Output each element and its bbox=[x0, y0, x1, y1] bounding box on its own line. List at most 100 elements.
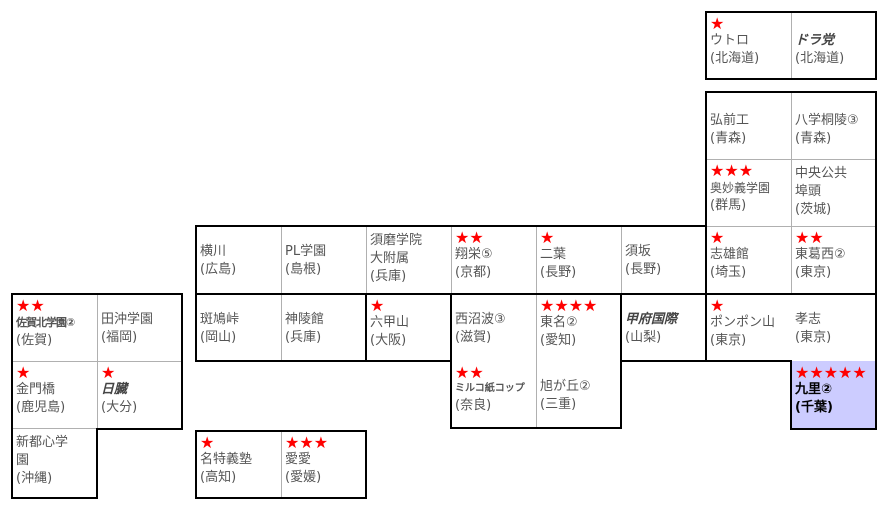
region-border bbox=[365, 293, 367, 362]
cell-meitoku-gijuku: ★ 名特義塾 (高知) bbox=[196, 431, 281, 497]
region-border bbox=[97, 428, 183, 430]
region-border bbox=[790, 428, 877, 430]
star-rating: ★★ bbox=[455, 363, 484, 382]
school-name: 奥妙義学園 bbox=[710, 181, 771, 195]
grid-line bbox=[451, 226, 452, 293]
school-name: 二葉 bbox=[540, 247, 567, 262]
prefecture: (群馬) bbox=[710, 198, 747, 213]
school-name: 愛愛 bbox=[285, 452, 312, 467]
prefecture: (青森) bbox=[795, 131, 832, 146]
star-rating: ★★★ bbox=[710, 161, 754, 180]
star-rating: ★★ bbox=[455, 228, 484, 247]
star-rating: ★ bbox=[101, 363, 116, 382]
cell-utoro: ★ ウトロ (北海道) bbox=[706, 12, 791, 79]
region-border bbox=[195, 225, 707, 227]
region-border bbox=[450, 293, 452, 429]
school-name: 弘前工 bbox=[710, 113, 750, 128]
cell-nichizo: ★ 日臓 (大分) bbox=[97, 361, 182, 428]
cell-asahigaoka: 旭が丘② (三重) bbox=[536, 361, 621, 428]
region-border bbox=[875, 91, 877, 430]
star-rating: ★ bbox=[370, 296, 385, 315]
grid-line bbox=[536, 294, 537, 361]
school-name: 翔栄⑤ bbox=[455, 247, 493, 262]
region-border bbox=[11, 293, 183, 295]
prefecture: (佐賀) bbox=[16, 333, 53, 348]
school-name: 神陵館 bbox=[285, 312, 325, 327]
star-rating: ★★ bbox=[16, 296, 45, 315]
grid-line bbox=[281, 226, 282, 293]
cell-rokkosan: ★ 六甲山 (大阪) bbox=[366, 294, 451, 361]
cell-shoei: ★★ 翔栄⑤ (京都) bbox=[451, 226, 536, 293]
region-border bbox=[195, 360, 452, 362]
school-name: 中央公共 埠頭 bbox=[795, 166, 848, 199]
grid-line bbox=[12, 361, 182, 362]
prefecture: (高知) bbox=[200, 470, 237, 485]
star-rating: ★★★★ bbox=[540, 296, 598, 315]
region-border bbox=[181, 293, 183, 430]
grid-line bbox=[12, 428, 97, 429]
region-border bbox=[790, 360, 792, 430]
star-rating: ★★★★★ bbox=[795, 363, 867, 382]
cell-kinmonkyo: ★ 金門橋 (鹿児島) bbox=[12, 361, 97, 428]
cell-yokokawa: 横川 (広島) bbox=[196, 226, 281, 293]
grid-line bbox=[621, 226, 622, 293]
cell-nishi-sonami: 西沼波③ (滋賀) bbox=[451, 294, 536, 361]
cell-aiai: ★★★ 愛愛 (愛媛) bbox=[281, 431, 366, 497]
cell-ikaruga-toge: 斑鳩峠 (岡山) bbox=[196, 294, 281, 361]
star-rating: ★ bbox=[540, 228, 555, 247]
region-border bbox=[195, 430, 367, 432]
school-name: 名特義塾 bbox=[200, 452, 253, 467]
cell-saga-kita: ★★ 佐賀北学園② (佐賀) bbox=[12, 294, 97, 361]
region-border bbox=[705, 11, 707, 80]
grid-line bbox=[536, 361, 537, 428]
school-name: 斑鳩峠 bbox=[200, 312, 240, 327]
grid-line bbox=[536, 226, 537, 293]
school-name: 孝志 bbox=[795, 312, 822, 327]
school-name: 志雄館 bbox=[710, 247, 750, 262]
region-border bbox=[705, 91, 877, 93]
school-name: 横川 bbox=[200, 244, 227, 259]
cell-shinryokan: 神陵館 (兵庫) bbox=[281, 294, 366, 361]
cell-hachigaku-toryo: 八学桐陵③ (青森) bbox=[791, 92, 876, 159]
region-border bbox=[365, 430, 367, 499]
star-rating: ★ bbox=[16, 363, 31, 382]
prefecture: (京都) bbox=[455, 265, 492, 280]
region-border bbox=[705, 78, 877, 80]
cell-futaba: ★ 二葉 (長野) bbox=[536, 226, 621, 293]
cell-suma-gakuin: 須磨学院 大附属 (兵庫) bbox=[366, 226, 451, 293]
cell-hirosaki-ko: 弘前工 (青森) bbox=[706, 92, 791, 159]
grid-line bbox=[281, 294, 282, 361]
region-border bbox=[450, 427, 622, 429]
prefecture: (山梨) bbox=[625, 330, 662, 345]
grid-line bbox=[791, 226, 792, 293]
school-name: 金門橋 bbox=[16, 382, 56, 397]
prefecture: (東京) bbox=[795, 265, 832, 280]
prefecture: (鹿児島) bbox=[16, 400, 66, 415]
school-name: ドラ党 bbox=[795, 33, 835, 48]
region-border bbox=[620, 360, 792, 362]
prefecture: (福岡) bbox=[101, 330, 138, 345]
prefecture: (奈良) bbox=[455, 398, 492, 413]
school-name: 甲府国際 bbox=[625, 312, 678, 327]
school-name: 新都心学 園 bbox=[16, 435, 69, 468]
cell-chuo-kokyo-futo: 中央公共 埠頭 (茨城) bbox=[791, 159, 876, 226]
cell-shiyukan: ★ 志雄館 (埼玉) bbox=[706, 226, 791, 293]
star-rating: ★ bbox=[710, 296, 725, 315]
school-name: 須坂 bbox=[625, 244, 652, 259]
school-name: 九里② bbox=[795, 382, 833, 397]
grid-line bbox=[366, 226, 367, 293]
school-name: 西沼波③ bbox=[455, 312, 506, 327]
cell-takashi: 孝志 (東京) bbox=[791, 294, 876, 361]
school-name: 田沖学園 bbox=[101, 312, 154, 327]
prefecture: (広島) bbox=[200, 262, 237, 277]
cell-taoki-gakuen: 田沖学園 (福岡) bbox=[97, 294, 182, 361]
prefecture: (岡山) bbox=[200, 330, 237, 345]
grid-line bbox=[791, 12, 792, 79]
school-name: 須磨学院 大附属 bbox=[370, 233, 423, 266]
prefecture: (北海道) bbox=[795, 51, 845, 66]
prefecture: (大阪) bbox=[370, 333, 407, 348]
prefecture: (愛知) bbox=[540, 333, 577, 348]
prefecture: (兵庫) bbox=[370, 269, 407, 284]
school-name: ウトロ bbox=[710, 33, 750, 48]
region-border bbox=[11, 293, 13, 499]
